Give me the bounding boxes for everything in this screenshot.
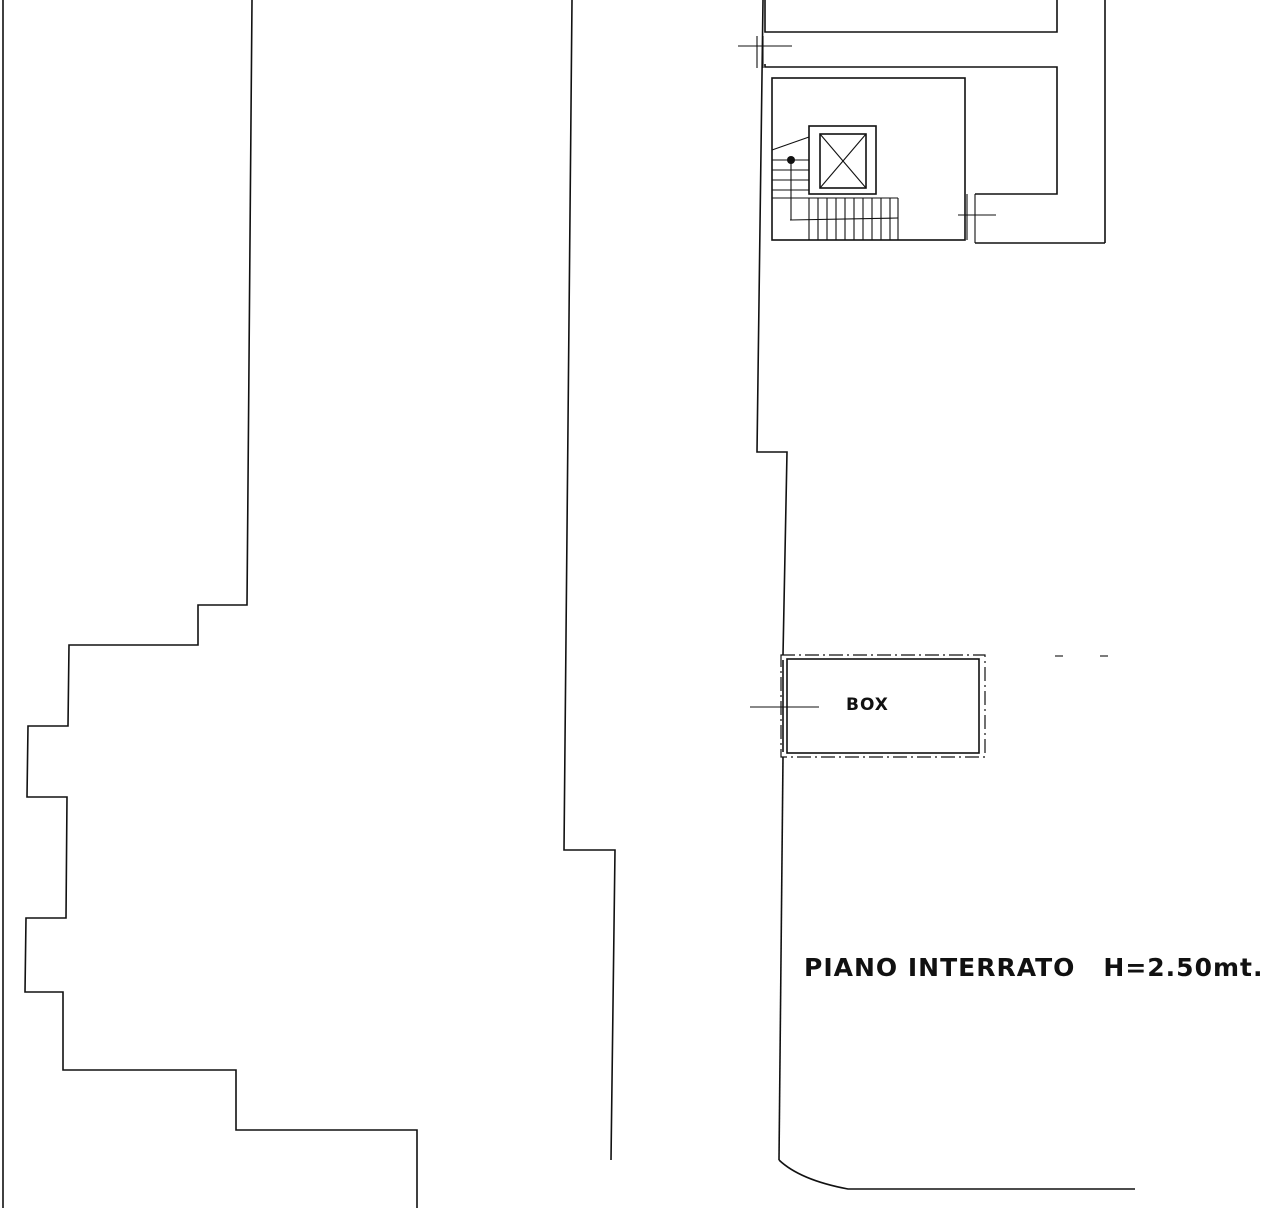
curved-corner-wall xyxy=(778,1159,1135,1190)
corridor-left-wall xyxy=(563,0,616,1161)
lower-right-wall xyxy=(778,756,784,1161)
stair-treads-bottom xyxy=(808,197,899,240)
stair-core-outline xyxy=(771,77,966,241)
middle-room-wall xyxy=(764,64,1058,195)
floor-title: PIANO INTERRATO H=2.50mt. xyxy=(804,953,1263,982)
box-inner-wall xyxy=(786,658,980,754)
left-building-outline xyxy=(24,0,418,1208)
stair-landing-line xyxy=(789,217,899,221)
box-boundary-dashed xyxy=(780,654,986,758)
corridor-right-wall xyxy=(756,0,788,656)
floor-height: H=2.50mt. xyxy=(1103,953,1264,982)
floor-name: PIANO INTERRATO xyxy=(804,953,1076,982)
lift-cabin xyxy=(819,133,867,189)
lift-cross-b xyxy=(819,133,867,189)
upper-room-wall xyxy=(764,0,1058,33)
box-label: BOX xyxy=(846,695,889,715)
